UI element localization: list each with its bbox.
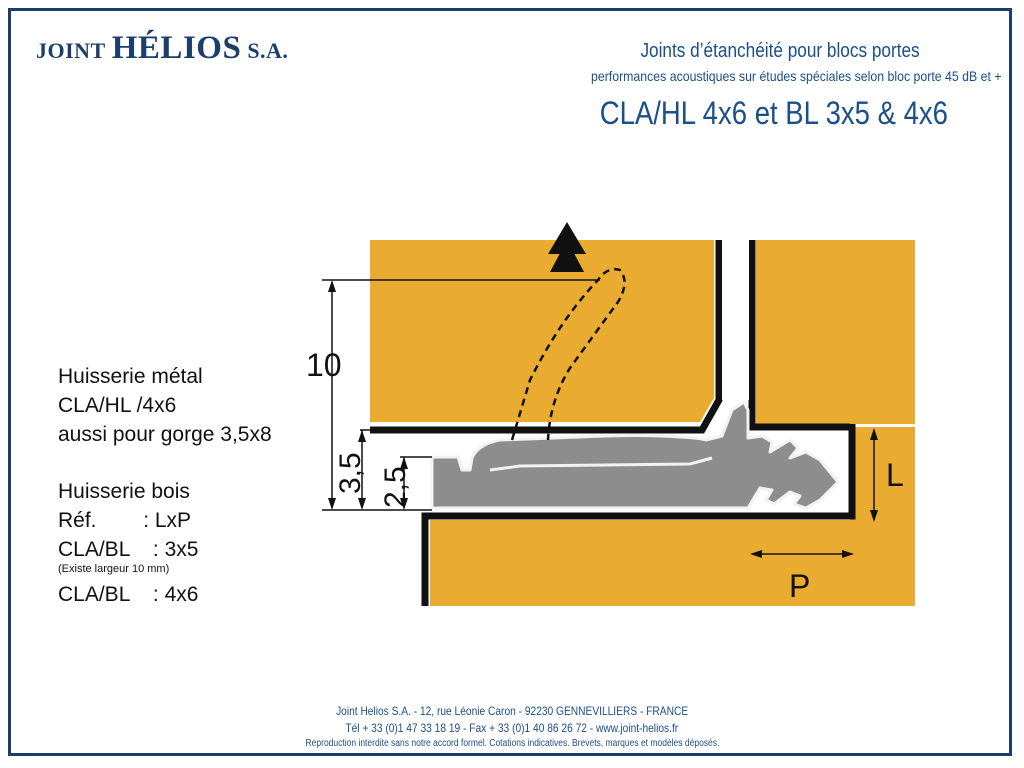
dimension-label-10: 10 — [306, 347, 342, 383]
footer-legal-text: Reproduction interdite sans notre accord… — [305, 738, 719, 749]
footer-address-text: Joint Helios S.A. - 12, rue Léonie Caron… — [335, 704, 689, 718]
footer-contact-text: Tél + 33 (0)1 47 33 18 19 - Fax + 33 (0)… — [345, 721, 679, 735]
seal-body — [430, 400, 840, 510]
dimension-arrowheads — [328, 280, 878, 558]
logo-word-joint: JOINT — [36, 38, 106, 63]
seal-compressed-outline — [510, 267, 626, 441]
metal-frame-reference: CLA/HL /4x6 — [58, 394, 177, 417]
seal-profile — [430, 400, 840, 510]
frame-lower-edge — [421, 424, 856, 606]
wood-frame-title: Huisserie bois — [58, 480, 190, 503]
door-frame-block — [370, 240, 915, 606]
up-arrow-icon — [548, 222, 586, 272]
seal-inner-groove — [489, 456, 713, 472]
logo-word-helios: HÉLIOS — [111, 30, 242, 66]
cla-bl-4x6-row: CLA/BL : 4x6 — [58, 583, 199, 606]
page-frame — [8, 8, 1012, 756]
metal-frame-note: aussi pour gorge 3,5x8 — [58, 423, 272, 446]
frame-upper-left-edge — [370, 240, 723, 434]
cla-bl-3x5-row: CLA/BL : 3x5 — [58, 538, 199, 561]
frame-lower — [430, 427, 915, 606]
product-reference-title: CLA/HL 4x6 et BL 3x5 & 4x6 — [599, 95, 948, 131]
frame-upper-right — [756, 240, 915, 424]
header-subtitle: performances acoustiques sur études spéc… — [591, 68, 1002, 84]
footer-legal: Reproduction interdite sans notre accord… — [0, 738, 1024, 749]
frame-upper-left — [370, 240, 714, 422]
width-availability-note: (Existe largeur 10 mm) — [58, 563, 170, 575]
logo-word-sa: S.A. — [247, 38, 289, 63]
seal-dashed-lip — [510, 267, 626, 441]
frame-gap — [722, 240, 749, 400]
header-title: Joints d’étanchéité pour blocs portes — [640, 40, 920, 62]
reference-row: Réf. : LxP — [58, 509, 192, 532]
footer-contact: Tél + 33 (0)1 47 33 18 19 - Fax + 33 (0)… — [0, 721, 1024, 735]
footer-address: Joint Helios S.A. - 12, rue Léonie Caron… — [0, 704, 1024, 718]
frame-upper-right-edge — [748, 240, 850, 431]
dimension-label-3-5: 3,5 — [334, 452, 367, 494]
dimension-label-L: L — [886, 457, 904, 493]
dimension-label-P: P — [789, 568, 810, 604]
metal-frame-title: Huisserie métal — [58, 365, 203, 388]
dimension-label-2-5: 2,5 — [379, 466, 412, 508]
